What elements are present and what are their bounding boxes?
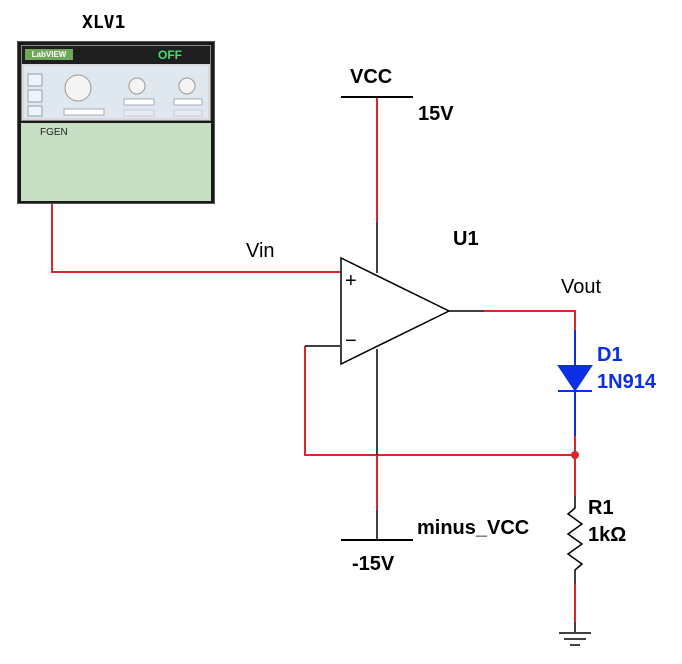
junction-dot [571,451,579,459]
vin-net-label: Vin [246,240,275,262]
diode-ref-label: D1 [597,344,623,366]
instrument-terminal-area: FGEN [21,123,211,201]
resistor-symbol[interactable] [566,496,584,584]
ground-symbol[interactable] [559,622,591,646]
component-leads [305,222,484,540]
vee-value-label: -15V [352,553,395,575]
vout-wire[interactable] [484,310,576,330]
resistor-ref-label: R1 [588,497,614,519]
feedback-wire[interactable] [304,346,575,456]
instrument-ref-label: XLV1 [82,12,126,33]
labview-logo: LabVIEW [25,49,73,60]
vout-net-label: Vout [561,276,602,298]
resistor-value-label: 1kΩ [588,524,627,546]
fgen-terminal-label: FGEN [40,127,68,138]
power-state-indicator: OFF [158,48,182,62]
function-generator-instrument[interactable]: LabVIEW OFF FGEN [17,41,215,204]
vin-wire[interactable] [51,200,340,273]
opamp-plus-label: + [345,270,357,292]
vcc-name-label: VCC [350,66,393,88]
opamp-minus-label: − [345,330,357,352]
opamp-symbol[interactable] [340,256,451,366]
vee-name-label: minus_VCC [417,517,530,539]
vcc-value-label: 15V [418,103,454,125]
instrument-front-panel: LabVIEW OFF [21,45,211,121]
wires [51,98,576,622]
opamp-ref-label: U1 [453,228,479,250]
instrument-controls-panel[interactable] [24,66,208,118]
diode-part-label: 1N914 [597,371,656,393]
diode-symbol[interactable] [557,330,593,436]
instrument-header: LabVIEW OFF [22,46,210,64]
instrument-controls-graphic [27,73,203,117]
